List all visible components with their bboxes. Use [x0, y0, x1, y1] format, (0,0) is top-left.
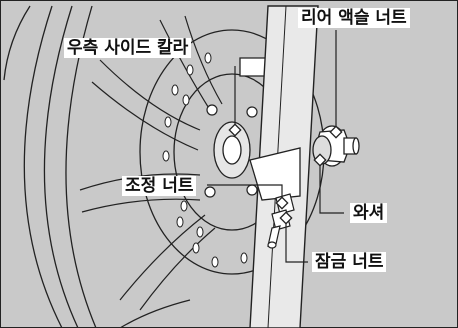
leader-lines: [207, 30, 344, 263]
washer-label: 와셔: [350, 203, 388, 223]
adjuster-plate: [249, 147, 301, 201]
disc-bolts: [204, 104, 258, 198]
rear-axle-nut-label: 리어 액슬 너트: [298, 8, 410, 28]
right-side-collar-label: 우측 사이드 칼라: [64, 38, 192, 58]
disc-holes: [162, 52, 272, 268]
lock-nut-label: 잠금 너트: [312, 252, 387, 272]
axle-nut-assembly: [312, 125, 360, 167]
wheel-spokes: [79, 15, 223, 311]
leader-endpoints: [228, 123, 343, 225]
adjusting-nut-label: 조정 너트: [122, 176, 197, 196]
